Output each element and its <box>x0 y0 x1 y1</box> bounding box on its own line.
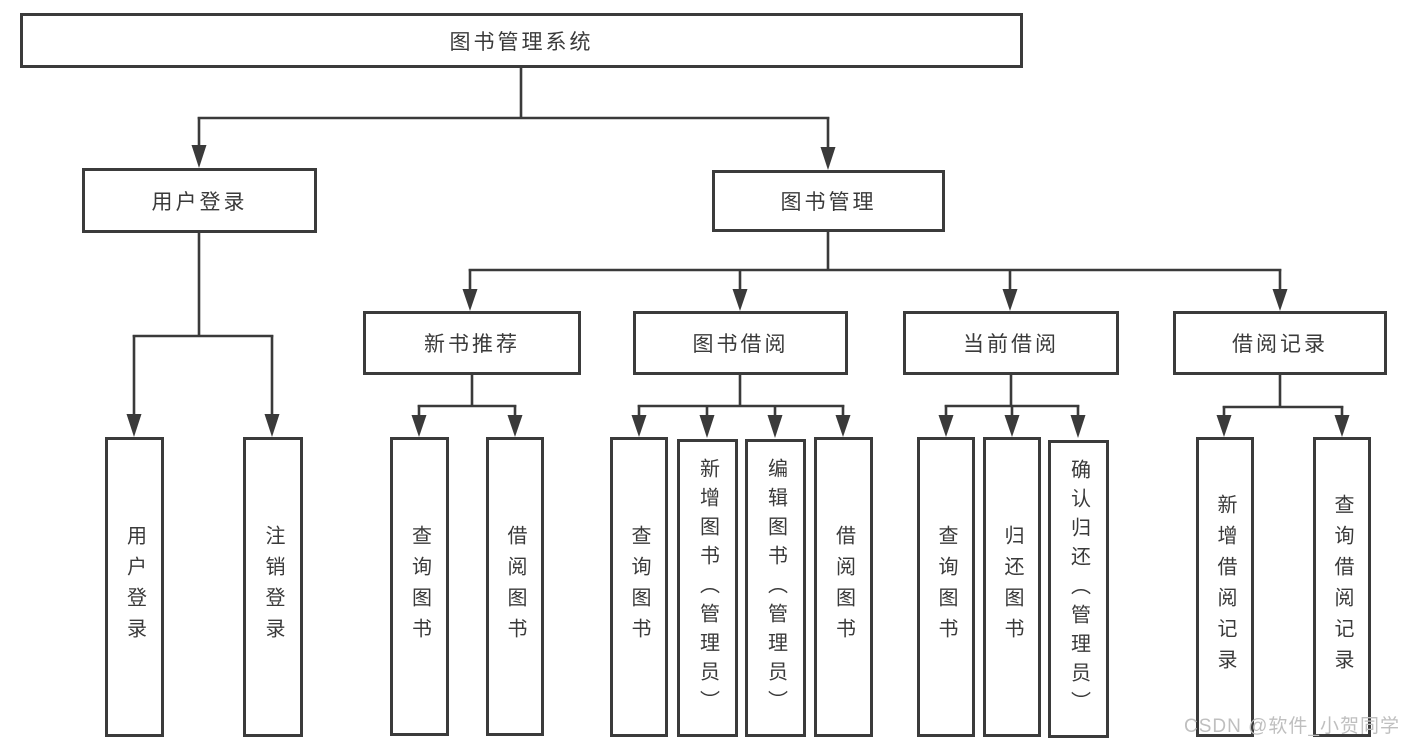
node-book-management: 图书管理 <box>712 170 945 232</box>
node-user-login: 用户登录 <box>82 168 317 233</box>
leaf-logout: 注销登录 <box>243 437 303 737</box>
node-book-borrow: 图书借阅 <box>633 311 848 375</box>
leaf-borrow-add-books-admin: 新增图书（管理员） <box>677 439 738 737</box>
node-current-borrow: 当前借阅 <box>903 311 1119 375</box>
leaf-current-query-books: 查询图书 <box>917 437 975 737</box>
leaf-record-add-record: 新增借阅记录 <box>1196 437 1254 737</box>
leaf-current-return-books: 归还图书 <box>983 437 1041 737</box>
leaf-current-confirm-return-admin: 确认归还（管理员） <box>1048 440 1109 738</box>
leaf-user-login: 用户登录 <box>105 437 164 737</box>
node-borrow-record: 借阅记录 <box>1173 311 1387 375</box>
leaf-borrow-query-books: 查询图书 <box>610 437 668 737</box>
leaf-newbook-query-books: 查询图书 <box>390 437 449 736</box>
watermark-text: CSDN @软件_小贺同学 <box>1184 716 1400 737</box>
node-new-book-recommend: 新书推荐 <box>363 311 581 375</box>
leaf-borrow-edit-books-admin: 编辑图书（管理员） <box>745 439 806 737</box>
leaf-newbook-borrow-books: 借阅图书 <box>486 437 544 736</box>
leaf-record-query-record: 查询借阅记录 <box>1313 437 1371 737</box>
leaf-borrow-borrow-books: 借阅图书 <box>814 437 873 737</box>
node-root-system: 图书管理系统 <box>20 13 1023 68</box>
